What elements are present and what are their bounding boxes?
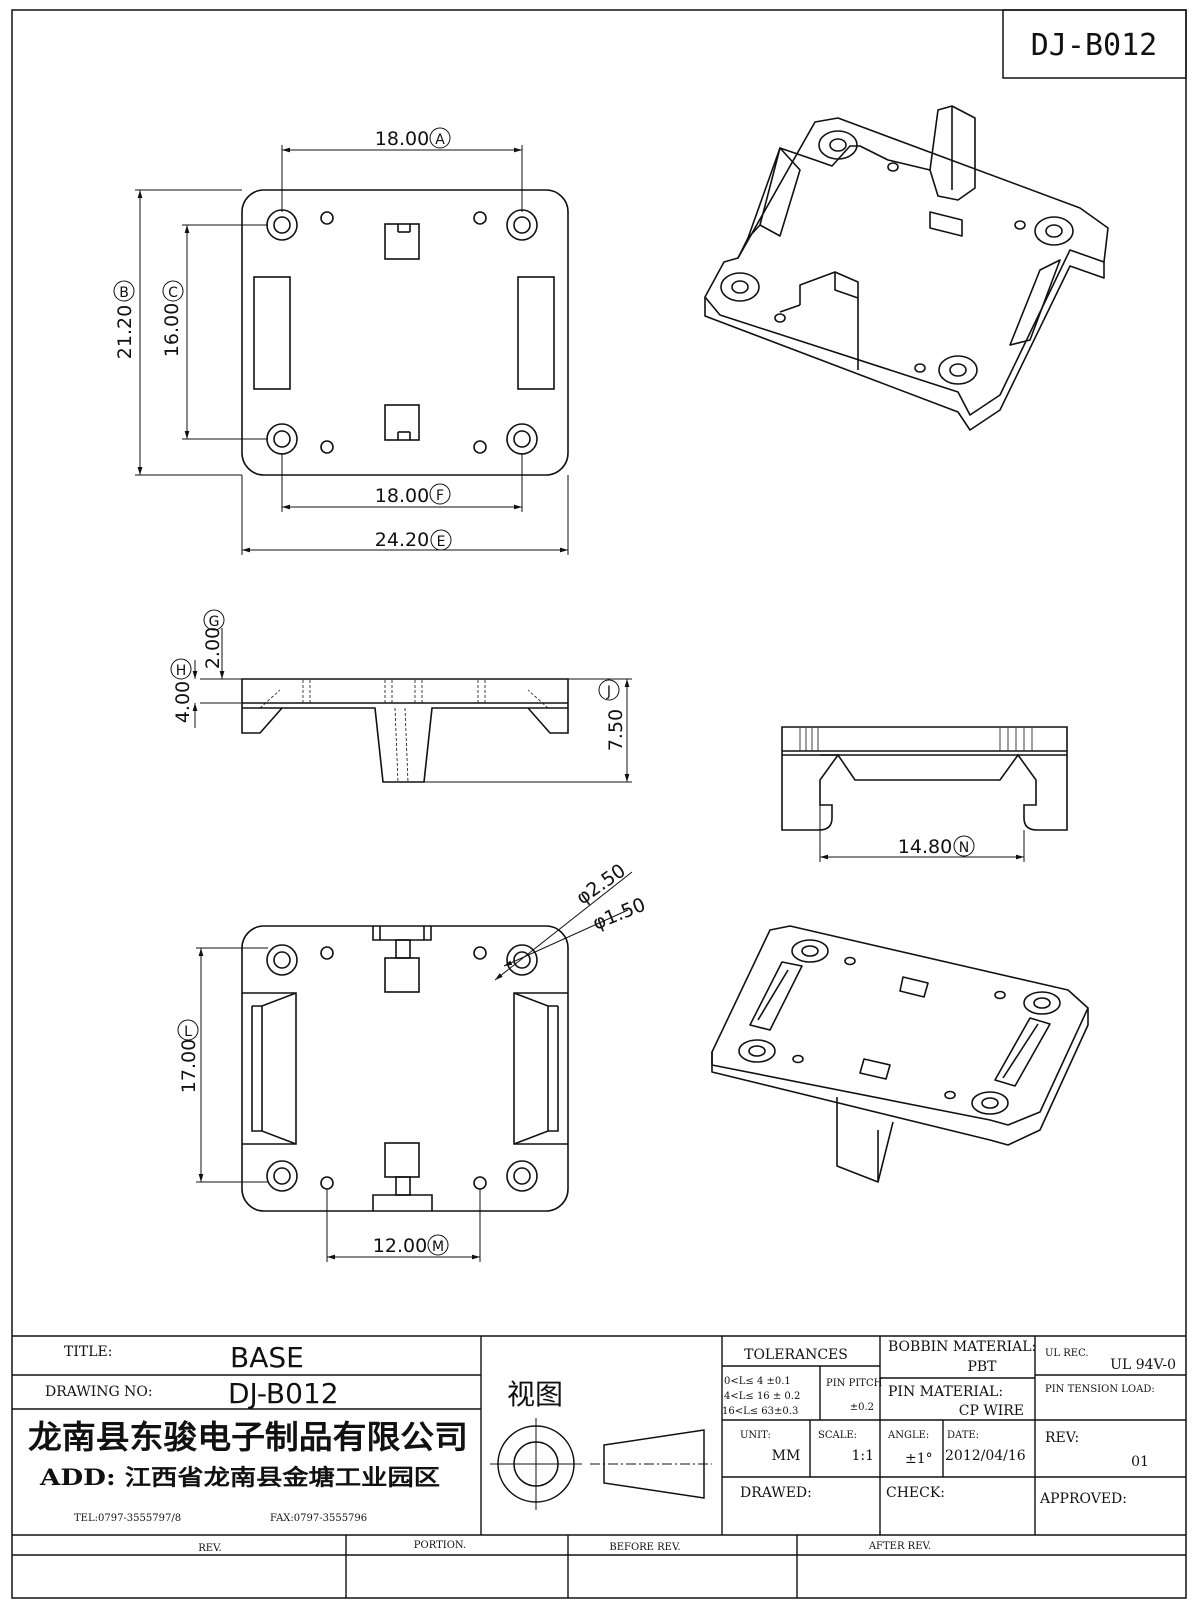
dim-m-letter: M	[432, 1239, 444, 1255]
dim-g-letter: G	[209, 614, 220, 630]
dim-dia-inner: φ1.50	[590, 894, 649, 935]
dim-j-letter: J	[606, 684, 611, 700]
dim-c-value: 16.00	[161, 303, 183, 357]
front-view	[241, 678, 569, 783]
bobbin-material-label: BOBBIN MATERIAL:	[888, 1339, 1036, 1355]
angle-value: ±1°	[905, 1451, 933, 1467]
dim-h-letter: H	[176, 663, 187, 679]
drawing-no-label: DRAWING NO:	[45, 1384, 153, 1400]
unit-label: UNIT:	[740, 1430, 771, 1441]
company-name: 龙南县东骏电子制品有限公司	[28, 1418, 468, 1456]
pin-material-label: PIN MATERIAL:	[888, 1384, 1003, 1400]
top-view-dim-text: 18.00 A 21.20 B 16.00 C 18.00 F 24.20 E	[113, 127, 452, 551]
drawing-code-box: DJ-B012	[1002, 9, 1187, 79]
rev-value: 01	[1131, 1454, 1149, 1470]
sheet-border	[11, 9, 1187, 1599]
portion-col-header: PORTION.	[414, 1540, 466, 1551]
dim-f-letter: F	[436, 488, 444, 504]
title-block-lines	[12, 1335, 1186, 1598]
tolerance-row-3: 16<L≤ 63±0.3	[722, 1406, 798, 1417]
drawed-label: DRAWED:	[740, 1485, 812, 1501]
side-view	[781, 726, 1068, 831]
dim-l-value: 17.00	[178, 1039, 200, 1093]
dim-n-value: 14.80	[898, 836, 952, 858]
dim-b-letter: B	[119, 285, 129, 301]
rev-col-header: REV.	[198, 1543, 221, 1554]
bottom-view-dim-text: L 17.00 12.00 M φ2.50 φ1.50	[177, 860, 649, 1257]
dim-a-letter: A	[435, 132, 445, 148]
check-label: CHECK:	[886, 1485, 945, 1501]
dim-a-value: 18.00	[375, 128, 429, 150]
date-label: DATE:	[947, 1430, 979, 1441]
pin-pitch-label: PIN PITCH	[826, 1378, 883, 1389]
approved-label: APPROVED:	[1039, 1491, 1127, 1507]
ul-rec-value: UL 94V-0	[1110, 1357, 1176, 1373]
scale-value: 1:1	[851, 1448, 874, 1464]
dim-g-value: 2.00	[202, 627, 224, 669]
after-rev-col-header: AFTER REV.	[868, 1541, 931, 1552]
before-rev-col-header: BEFORE REV.	[609, 1542, 680, 1553]
dim-e-value: 24.20	[375, 529, 429, 551]
isometric-view-top	[704, 105, 1109, 431]
date-value: 2012/04/16	[945, 1448, 1026, 1464]
scale-label: SCALE:	[818, 1430, 857, 1441]
dim-m-value: 12.00	[373, 1235, 427, 1257]
title-value: BASE	[230, 1341, 304, 1374]
dim-c-letter: C	[168, 285, 178, 301]
isometric-view-bottom	[711, 925, 1089, 1183]
pin-tension-label: PIN TENSION LOAD:	[1045, 1384, 1155, 1395]
top-view-dimensions	[135, 145, 569, 555]
tolerance-row-2: 4<L≤ 16 ± 0.2	[724, 1391, 800, 1402]
dim-f-value: 18.00	[375, 485, 429, 507]
bottom-view-dimensions	[196, 871, 633, 1262]
pin-pitch-value: ±0.2	[850, 1402, 874, 1413]
ul-rec-label: UL REC.	[1045, 1348, 1089, 1359]
side-view-dimensions	[819, 805, 1025, 862]
dim-h-value: 4.00	[172, 681, 194, 723]
unit-value: MM	[772, 1448, 801, 1464]
company-address: ADD: 江西省龙南县金塘工业园区	[39, 1465, 440, 1491]
dim-n-letter: N	[959, 840, 969, 856]
drawing-no-value: DJ-B012	[228, 1377, 339, 1410]
title-label: TITLE:	[64, 1344, 112, 1360]
projection-symbol	[490, 1418, 712, 1510]
rev-label: REV:	[1045, 1430, 1079, 1446]
tolerances-label: TOLERANCES	[744, 1347, 848, 1363]
tolerance-row-1: 0<L≤ 4 ±0.1	[724, 1376, 791, 1387]
drawing-code: DJ-B012	[1031, 28, 1157, 63]
front-view-dim-text: G 2.00 H 4.00 J 7.50	[170, 609, 627, 751]
pin-material-value: CP WIRE	[959, 1403, 1024, 1419]
angle-label: ANGLE:	[887, 1430, 929, 1441]
top-view	[241, 189, 569, 476]
dim-j-value: 7.50	[605, 709, 627, 751]
dim-b-value: 21.20	[114, 305, 136, 359]
dim-e-letter: E	[437, 534, 446, 550]
company-tel: TEL:0797-3555797/8	[74, 1513, 181, 1524]
bobbin-material-value: PBT	[967, 1359, 997, 1375]
front-view-dimensions	[192, 628, 632, 783]
view-label: 视图	[507, 1378, 563, 1411]
side-view-dim-text: 14.80 N	[898, 835, 975, 858]
company-fax: FAX:0797-3555796	[270, 1513, 367, 1524]
title-block-text: TITLE: BASE DRAWING NO: DJ-B012 龙南县东骏电子制…	[28, 1339, 1176, 1554]
dim-l-letter: L	[184, 1024, 192, 1040]
bottom-view	[241, 925, 569, 1212]
